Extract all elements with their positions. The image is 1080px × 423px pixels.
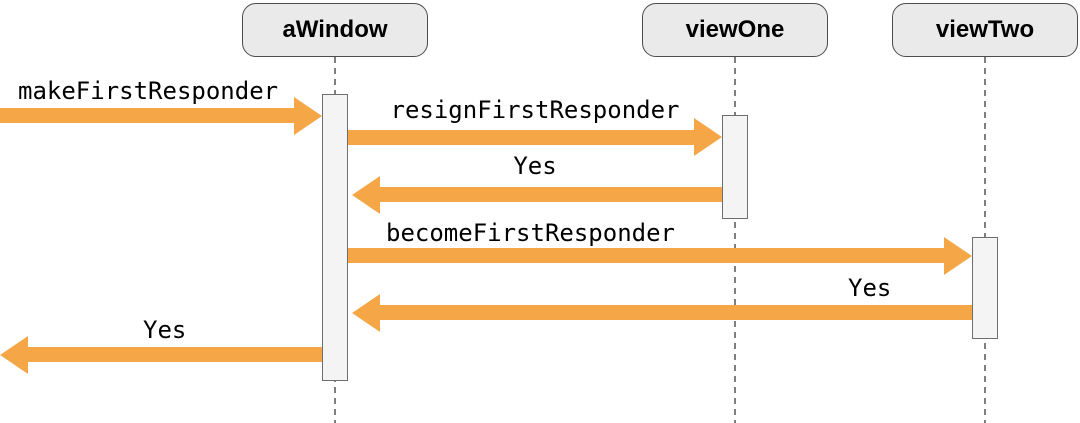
message-arrow-yes-viewone [380, 187, 722, 202]
message-label-resignfirstresponder: resignFirstResponder [390, 96, 680, 124]
participant-box-viewone: viewOne [642, 3, 828, 57]
message-label-yes-viewtwo: Yes [848, 274, 892, 302]
message-label-yes-awindow: Yes [143, 316, 187, 344]
message-label-becomefirstresponder: becomeFirstResponder [386, 219, 675, 247]
message-label-makefirstresponder: makeFirstResponder [18, 77, 279, 105]
message-arrow-makefirstresponder [0, 108, 294, 123]
message-arrow-resignfirstresponder [348, 130, 694, 145]
arrow-head-right-icon [294, 97, 322, 135]
participant-label-awindow: aWindow [282, 16, 388, 43]
participant-label-viewone: viewOne [685, 16, 785, 43]
participant-label-viewtwo: viewTwo [935, 16, 1035, 43]
message-label-yes-viewone: Yes [513, 152, 557, 180]
activation-awindow [322, 94, 348, 381]
arrow-head-left-icon [352, 294, 380, 332]
message-arrow-yes-viewtwo [380, 305, 972, 320]
arrow-head-left-icon [352, 176, 380, 214]
arrow-head-right-icon [694, 118, 722, 156]
activation-viewone [722, 115, 748, 219]
activation-viewtwo [972, 237, 998, 339]
participant-box-viewtwo: viewTwo [892, 3, 1078, 57]
arrow-head-right-icon [944, 237, 972, 275]
arrow-head-left-icon [0, 336, 28, 374]
participant-box-awindow: aWindow [242, 3, 428, 57]
message-arrow-yes-awindow [28, 347, 322, 362]
lifeline-viewone [734, 57, 736, 423]
message-arrow-becomefirstresponder [348, 248, 944, 263]
